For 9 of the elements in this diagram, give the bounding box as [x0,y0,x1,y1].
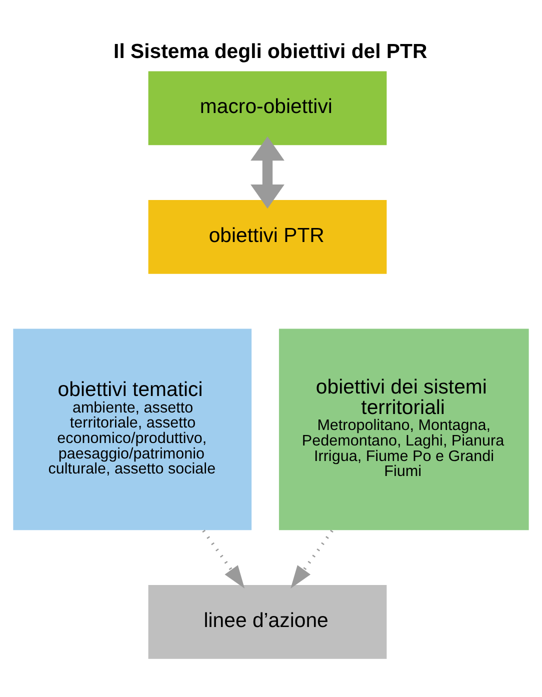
arrow [250,136,284,209]
node-box: obiettivi tematici ambiente, assetto territoriale, assetto economico/produttivo, paesaggio/patrimonio culturale, assetto sociale [13,328,252,530]
node-box: macro-obiettivi [148,71,387,146]
node-box: obiettivi dei sistemi territoriali Metropolitano, Montagna, Pedemontano, Laghi, Pianura Irrigua, Fiume Po e Grandi Fiumi [278,328,529,530]
arrow [290,530,334,588]
node-box: obiettivi PTR [148,200,387,274]
node-box: linee d’azione [148,584,387,659]
arrow [202,530,245,588]
diagram-title: Il Sistema degli obiettivi del PTR [114,41,428,64]
